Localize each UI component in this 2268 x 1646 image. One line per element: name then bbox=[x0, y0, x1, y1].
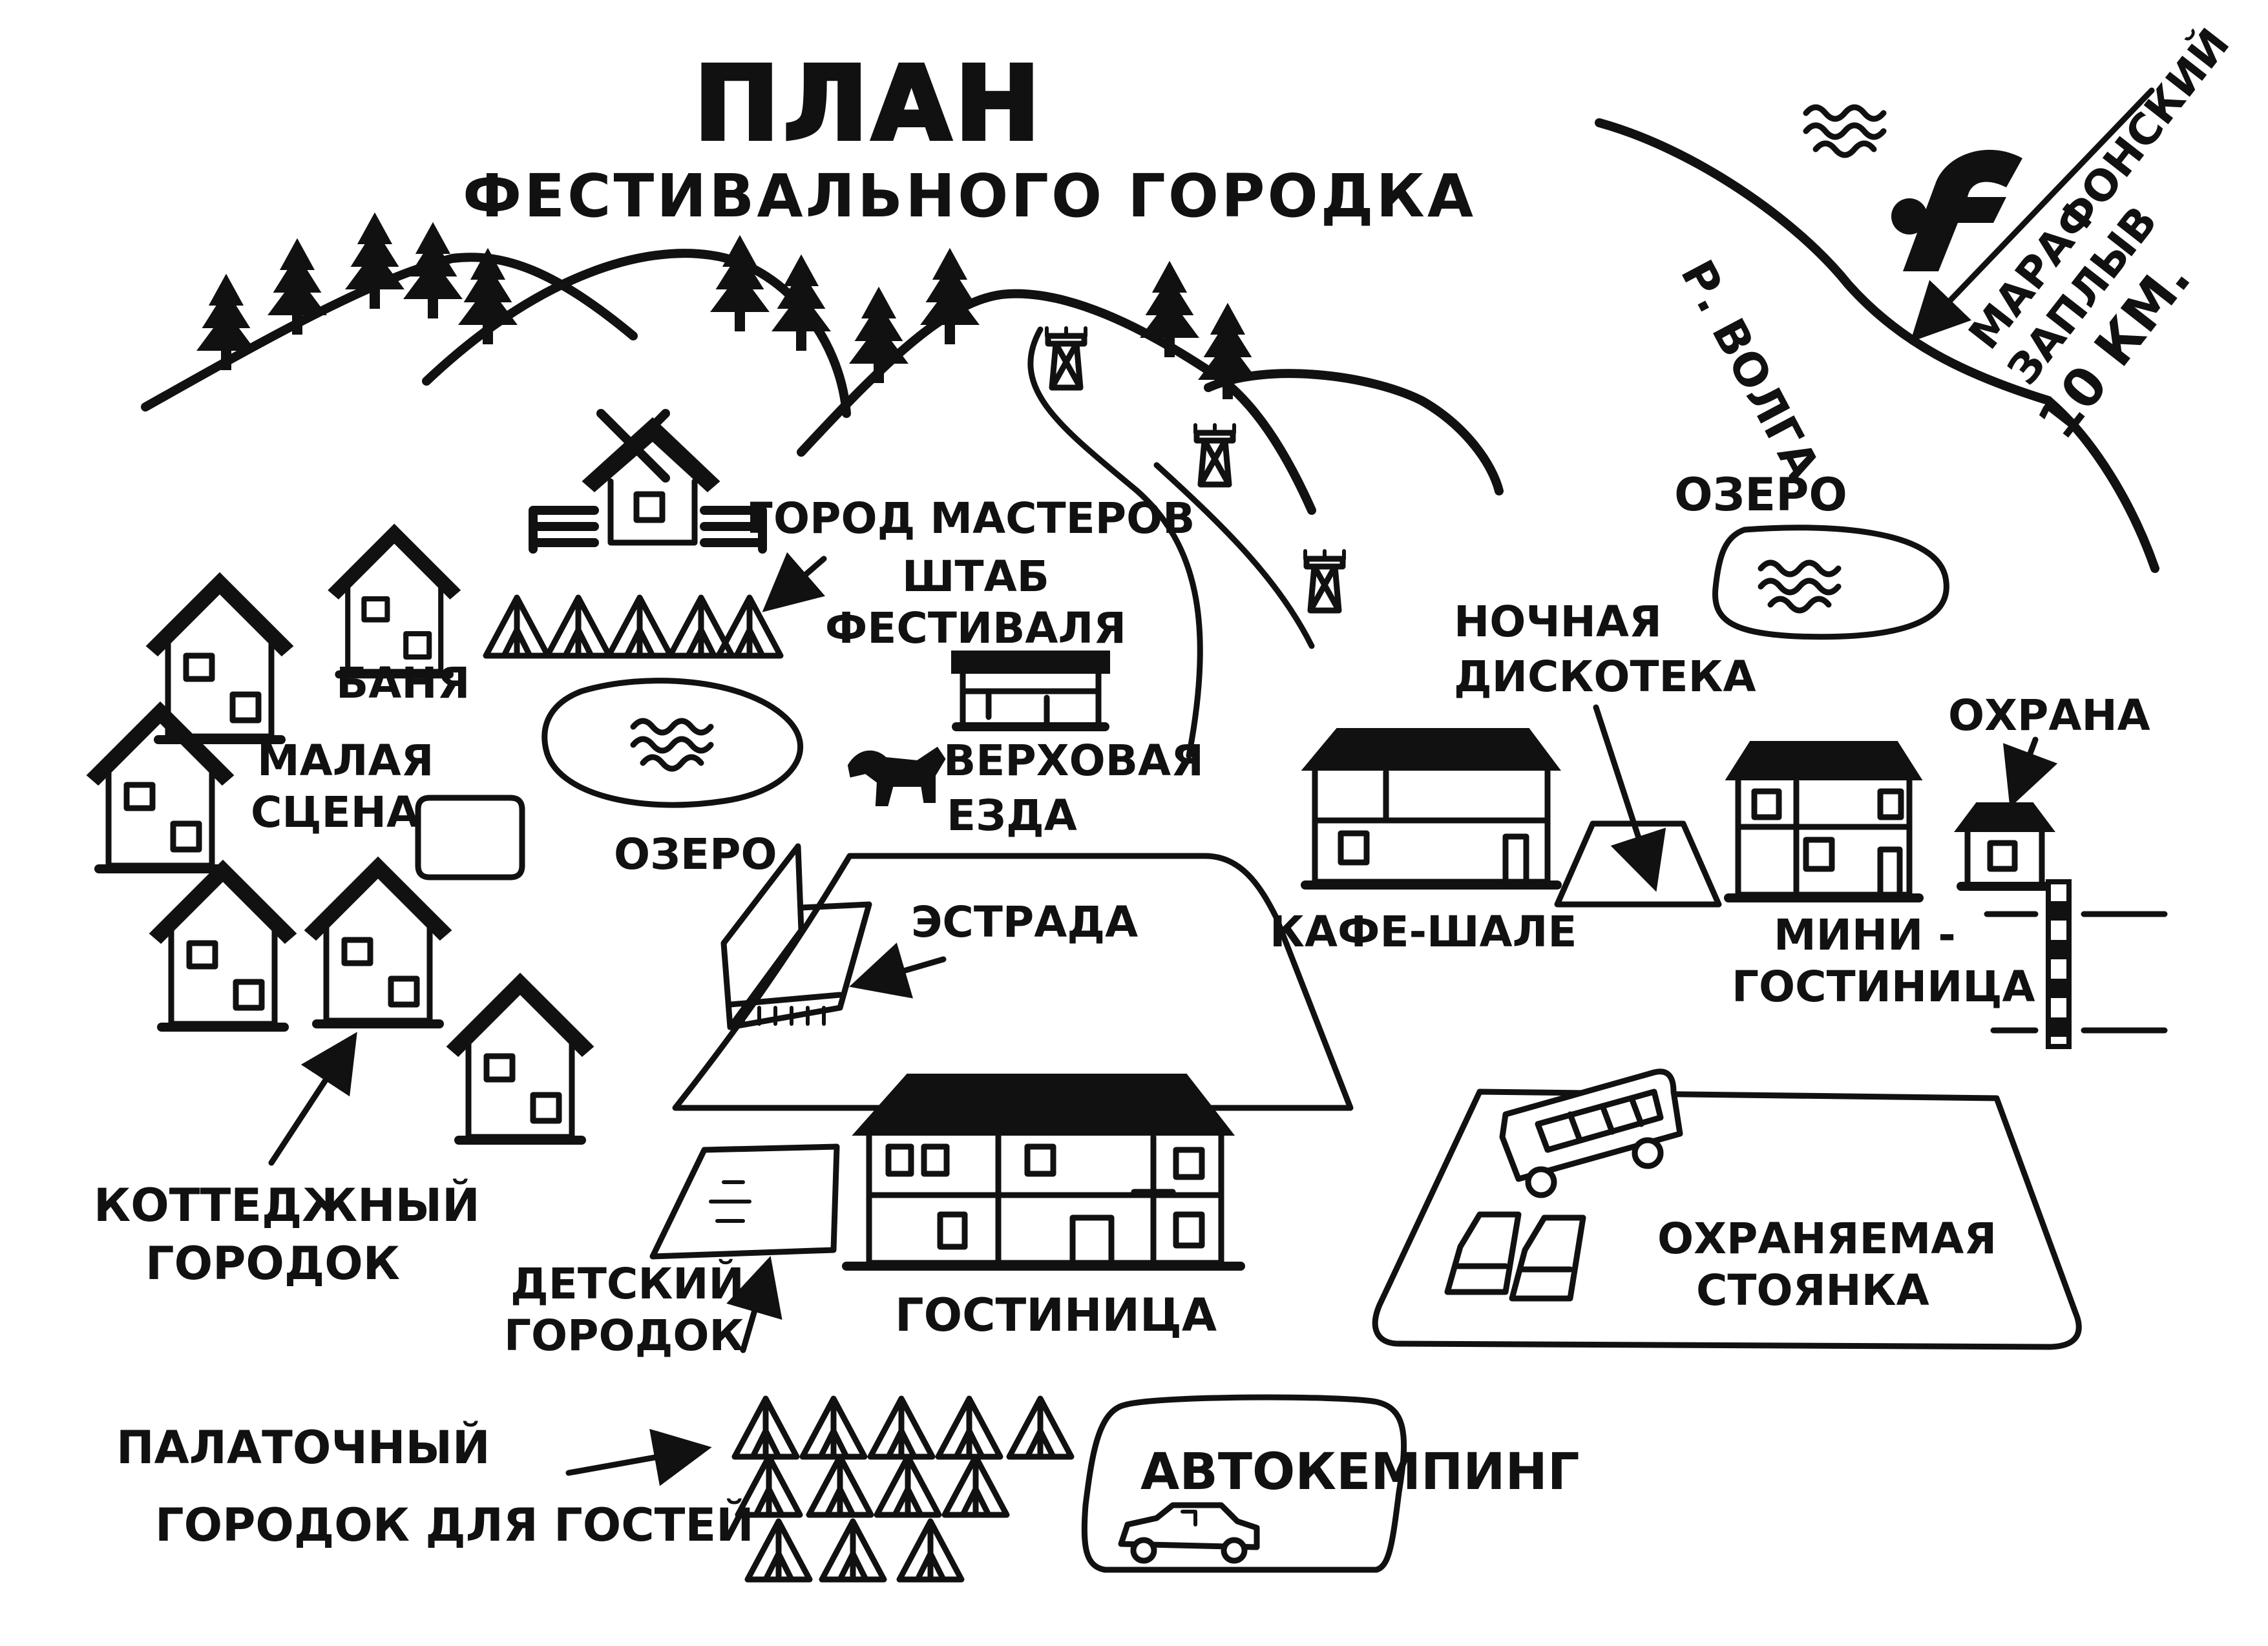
arrow-icon bbox=[2002, 736, 2058, 808]
mini-hotel-label-2: ГОСТИНИЦА bbox=[1732, 962, 2035, 1012]
volga-river-bank bbox=[1595, 118, 2159, 573]
cottage-label-2: ГОРОДОК bbox=[145, 1237, 400, 1290]
tent-icon bbox=[870, 1399, 932, 1457]
riding-label-2: ЕЗДА bbox=[947, 791, 1077, 840]
pine-tree-icon bbox=[407, 226, 459, 317]
map-subtitle: ФЕСТИВАЛЬНОГО ГОРОДКА bbox=[463, 161, 1476, 231]
festival-hq-building bbox=[951, 651, 1110, 731]
bus-icon bbox=[1499, 1068, 1683, 1198]
lift-pylon-icon bbox=[1195, 425, 1234, 484]
arrow-icon bbox=[565, 1428, 712, 1486]
night-disco-label-2: ДИСКОТЕКА bbox=[1454, 652, 1756, 702]
hq-label-2: ФЕСТИВАЛЯ bbox=[825, 603, 1126, 653]
arrow-icon bbox=[268, 1032, 357, 1166]
night-disco-label-1: НОЧНАЯ bbox=[1454, 597, 1662, 647]
map-title: ПЛАН bbox=[694, 45, 1044, 163]
banya-house bbox=[330, 526, 458, 674]
small-stage bbox=[415, 795, 525, 880]
kids-town-sketch bbox=[709, 1180, 751, 1223]
lake-right-label: ОЗЕРО bbox=[1674, 468, 1847, 521]
lift-pylon-icon bbox=[1047, 328, 1086, 388]
tent-icon bbox=[609, 598, 671, 656]
lake-right bbox=[1712, 525, 1949, 640]
car-icon bbox=[1444, 1211, 1522, 1295]
tent-icon bbox=[748, 1521, 810, 1579]
mini-hotel-label-1: МИНИ - bbox=[1774, 910, 1956, 960]
tent-icon bbox=[938, 1399, 1000, 1457]
small-stage-label-2: СЦЕНА bbox=[251, 787, 419, 837]
road bbox=[1984, 911, 2168, 1034]
car-icon bbox=[1509, 1214, 1586, 1302]
autocamping-label: АВТОКЕМПИНГ bbox=[1140, 1443, 1580, 1501]
night-disco-tent bbox=[1554, 820, 1722, 908]
tent-icon bbox=[547, 598, 609, 656]
security-post bbox=[1954, 802, 2055, 891]
kids-label-2: ГОРОДОК bbox=[504, 1311, 744, 1360]
pine-tree-icon bbox=[853, 291, 905, 381]
masters-tents bbox=[486, 598, 781, 656]
pine-tree-icon bbox=[1144, 265, 1195, 355]
arrow-icon bbox=[726, 1256, 782, 1353]
cottage-label-1: КОТТЕДЖНЫЙ bbox=[94, 1179, 480, 1232]
tent-icon bbox=[486, 598, 548, 656]
arrow-icon bbox=[762, 552, 827, 612]
wave-icon bbox=[633, 721, 711, 769]
mini-hotel-building bbox=[1724, 741, 1924, 902]
tent-icon bbox=[809, 1457, 871, 1515]
riding-label-1: ВЕРХОВАЯ bbox=[943, 736, 1204, 786]
house-icon bbox=[152, 862, 294, 1027]
wave-icon bbox=[1761, 563, 1838, 610]
parking-label-1: ОХРАНЯЕМАЯ bbox=[1657, 1214, 1997, 1264]
tents-label-2: ГОРОДОК ДЛЯ ГОСТЕЙ bbox=[155, 1499, 754, 1552]
hotel-building bbox=[842, 1074, 1245, 1271]
tent-icon bbox=[945, 1457, 1007, 1515]
tent-icon bbox=[899, 1521, 961, 1579]
guarded-parking-area bbox=[1372, 1089, 2082, 1350]
banya-label: БАНЯ bbox=[336, 658, 470, 708]
tent-icon bbox=[877, 1457, 939, 1515]
autocamping-area bbox=[1081, 1394, 1407, 1573]
horse-icon bbox=[847, 746, 946, 806]
security-label: ОХРАНА bbox=[1948, 691, 2150, 740]
lake-center bbox=[541, 678, 804, 808]
masters-town bbox=[529, 409, 767, 554]
hotel-label: ГОСТИНИЦА bbox=[895, 1289, 1217, 1342]
house-icon bbox=[330, 526, 458, 674]
cafe-chalet-building bbox=[1301, 728, 1562, 890]
estrada-ground bbox=[672, 853, 1354, 1111]
tents-label-1: ПАЛАТОЧНЫЙ bbox=[116, 1421, 490, 1474]
arrow-icon bbox=[1910, 87, 2155, 342]
house-icon bbox=[449, 975, 591, 1140]
masters-town-label: ГОРОД МАСТЕРОВ bbox=[746, 494, 1195, 543]
lift-pylon-icon bbox=[1305, 551, 1344, 610]
cafe-label: КАФЕ-ШАЛЕ bbox=[1270, 907, 1577, 957]
kids-label-1: ДЕТСКИЙ bbox=[510, 1258, 744, 1309]
river-label: Р. ВОЛГА bbox=[1670, 251, 1830, 488]
tent-icon bbox=[1009, 1399, 1071, 1457]
house-icon bbox=[89, 704, 231, 869]
festival-logo-icon bbox=[1891, 149, 2022, 271]
lake-center-label: ОЗЕРО bbox=[614, 829, 777, 879]
small-stage-label-1: МАЛАЯ bbox=[257, 736, 434, 786]
tent-icon bbox=[735, 1399, 797, 1457]
guest-tent-town bbox=[735, 1399, 1071, 1579]
tent-icon bbox=[822, 1521, 884, 1579]
estrada-label: ЭСТРАДА bbox=[911, 897, 1138, 947]
hq-label-1: ШТАБ bbox=[902, 552, 1049, 601]
parking-label-2: СТОЯНКА bbox=[1696, 1266, 1929, 1315]
kids-town-area bbox=[649, 1143, 840, 1260]
barrier-icon bbox=[2046, 879, 2072, 1049]
arrow-icon bbox=[1593, 704, 1666, 892]
arrow-icon bbox=[849, 943, 947, 999]
house-icon bbox=[307, 859, 449, 1024]
car-icon bbox=[1118, 1502, 1260, 1564]
wave-icon bbox=[1806, 107, 1884, 155]
tent-icon bbox=[803, 1399, 865, 1457]
hills bbox=[141, 249, 1504, 759]
